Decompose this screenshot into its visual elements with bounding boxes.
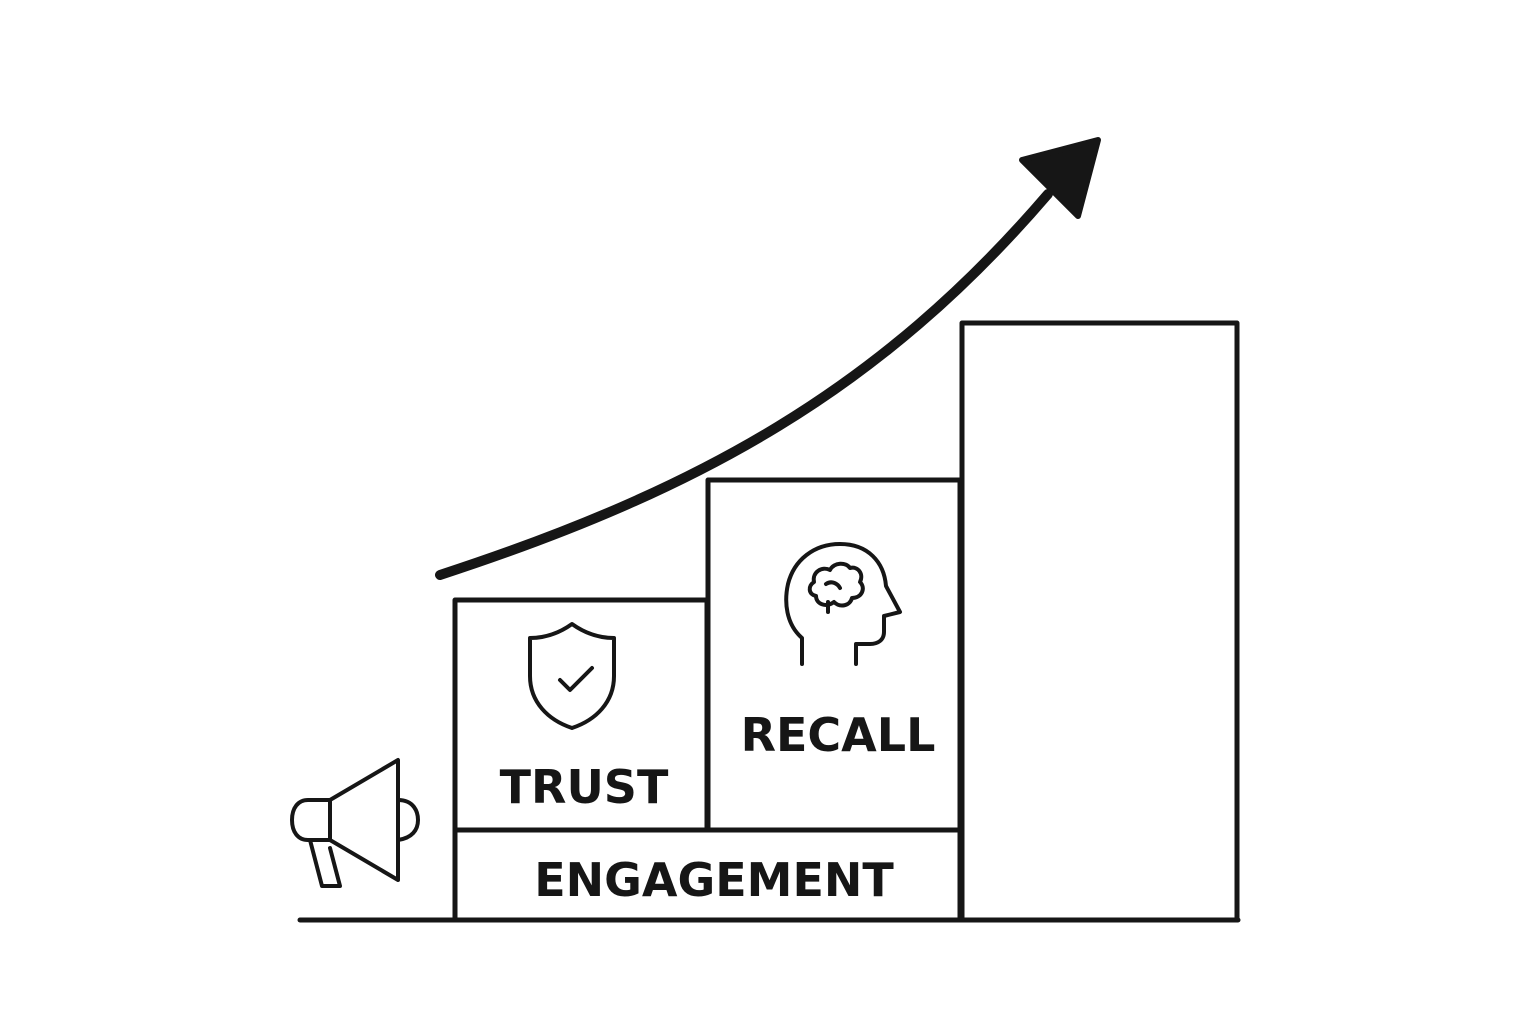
recall-label: RECALL: [741, 708, 936, 762]
engagement-label: ENGAGEMENT: [534, 853, 894, 907]
megaphone-icon: [290, 758, 420, 888]
recall-block: [705, 477, 963, 833]
growth-arrow-icon: [435, 137, 1101, 580]
shield-check-icon: [528, 622, 616, 730]
trust-label: TRUST: [500, 760, 669, 814]
head-brain-icon: [784, 542, 902, 666]
tall-block: [959, 320, 1240, 923]
